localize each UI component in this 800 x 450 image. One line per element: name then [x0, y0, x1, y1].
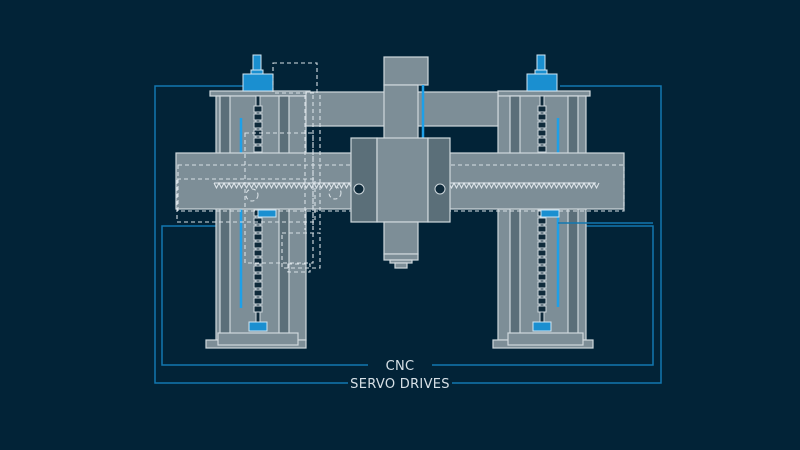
screw-thread	[253, 273, 263, 281]
screw-thread	[537, 145, 547, 153]
screw-thread	[253, 305, 263, 313]
screw-thread	[537, 305, 547, 313]
screw-thread	[253, 265, 263, 273]
screw-thread	[253, 217, 263, 225]
screw-thread	[537, 137, 547, 145]
screw-thread	[253, 257, 263, 265]
screw-thread	[537, 249, 547, 257]
screw-thread	[253, 113, 263, 121]
screw-thread	[537, 217, 547, 225]
carriage	[350, 137, 451, 223]
screw-thread	[253, 249, 263, 257]
servo-drives-label: SERVO DRIVES	[350, 377, 450, 392]
screw-thread	[537, 289, 547, 297]
screw-thread	[537, 233, 547, 241]
screw-thread	[537, 225, 547, 233]
screw-thread	[253, 289, 263, 297]
screw-thread	[253, 241, 263, 249]
spindle-tool	[383, 221, 419, 269]
screw-thread	[253, 225, 263, 233]
cnc-frame	[161, 225, 654, 366]
screw-thread	[537, 281, 547, 289]
screw-thread	[537, 297, 547, 305]
screw-thread	[253, 105, 263, 113]
left-nut-block	[257, 209, 277, 218]
servo-drives-frame	[154, 85, 662, 384]
right-screw-mount	[532, 321, 552, 332]
screw-thread	[253, 121, 263, 129]
screw-thread	[537, 113, 547, 121]
screw-thread	[537, 129, 547, 137]
left-screw-mount	[248, 321, 268, 332]
screw-thread	[253, 281, 263, 289]
screw-thread	[253, 233, 263, 241]
left-servo-motor	[242, 54, 274, 92]
screw-thread	[537, 105, 547, 113]
screw-thread	[537, 257, 547, 265]
spindle-head	[383, 56, 429, 141]
cnc-label: CNC	[386, 359, 415, 374]
right-servo-motor	[526, 54, 558, 92]
screw-thread	[253, 137, 263, 145]
left-column	[205, 90, 311, 349]
screw-thread	[537, 241, 547, 249]
right-nut-block	[540, 209, 560, 218]
screw-thread	[537, 265, 547, 273]
screw-thread	[253, 145, 263, 153]
screw-thread	[537, 273, 547, 281]
screw-thread	[253, 297, 263, 305]
screw-thread	[537, 121, 547, 129]
